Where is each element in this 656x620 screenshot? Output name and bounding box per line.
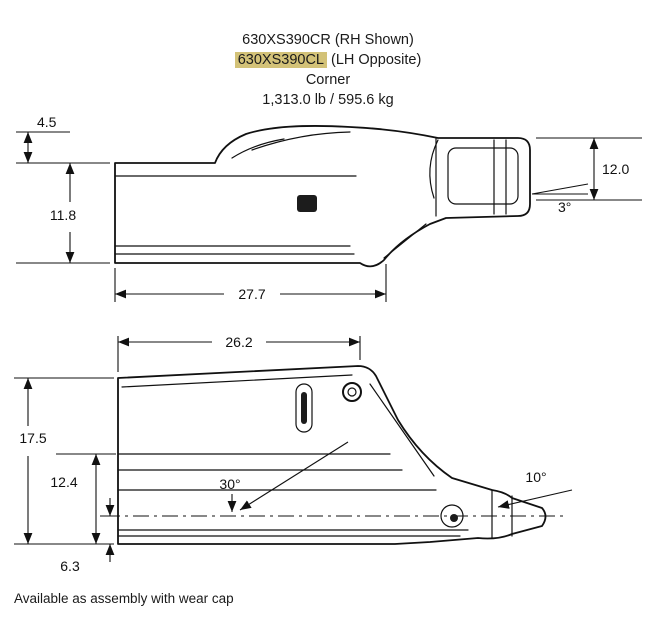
pin-boss	[297, 195, 317, 212]
dim-upper-height-label: 4.5	[37, 114, 57, 130]
top-inner-line	[121, 374, 353, 388]
dim-body-height-label: 11.8	[50, 207, 76, 223]
model-lh-code-highlighted: 630XS390CL	[234, 52, 327, 68]
dim-length-label: 26.2	[225, 334, 252, 350]
nose-inner-face	[447, 147, 519, 205]
nose-hole-pin	[450, 514, 458, 522]
dim-nose-angle-label: 3°	[558, 199, 571, 215]
face-inner-line	[369, 383, 435, 477]
dim-mid-height-label: 12.4	[50, 474, 77, 490]
footer-note: Available as assembly with wear cap	[14, 591, 234, 606]
profile-view-drawing: 26.2 17.5 12.4 6.3 30° 10°	[14, 334, 573, 574]
dim-base-height-label: 6.3	[60, 558, 80, 574]
hump-contour-1	[251, 131, 351, 151]
retainer-ring-center	[347, 387, 357, 397]
model-rh-title: 630XS390CR (RH Shown)	[242, 32, 414, 48]
adapter-profile-outline	[117, 365, 547, 545]
face-angle-line	[239, 441, 349, 511]
pin-slot	[295, 383, 313, 433]
retainer-ring	[342, 382, 362, 402]
model-lh-title: 630XS390CL (LH Opposite)	[0, 50, 656, 70]
side-view-drawing: 4.5 11.8 27.7 12.0 3°	[16, 114, 642, 302]
style-label: Corner	[305, 72, 351, 88]
title-block: 630XS390CR (RH Shown) 630XS390CL (LH Opp…	[0, 30, 656, 110]
pin-slot-core	[301, 392, 307, 424]
strut-line	[383, 223, 427, 259]
tip-angle-line	[497, 489, 573, 509]
hump-contour-2	[231, 138, 285, 159]
hump-nose-blend	[429, 139, 439, 199]
dim-face-angle-label: 30°	[219, 476, 240, 492]
dim-overall-height-label: 17.5	[19, 430, 46, 446]
model-lh-note: (LH Opposite)	[326, 52, 422, 68]
weight-label: 1,313.0 lb / 595.6 kg	[262, 92, 394, 108]
dim-nose-height-label: 12.0	[602, 161, 629, 177]
adapter-side-outline	[114, 125, 531, 268]
dim-length-label: 27.7	[238, 286, 265, 302]
dim-tip-angle-label: 10°	[525, 469, 546, 485]
angle-ref-line-2	[531, 183, 589, 195]
nose-hole	[440, 504, 464, 528]
